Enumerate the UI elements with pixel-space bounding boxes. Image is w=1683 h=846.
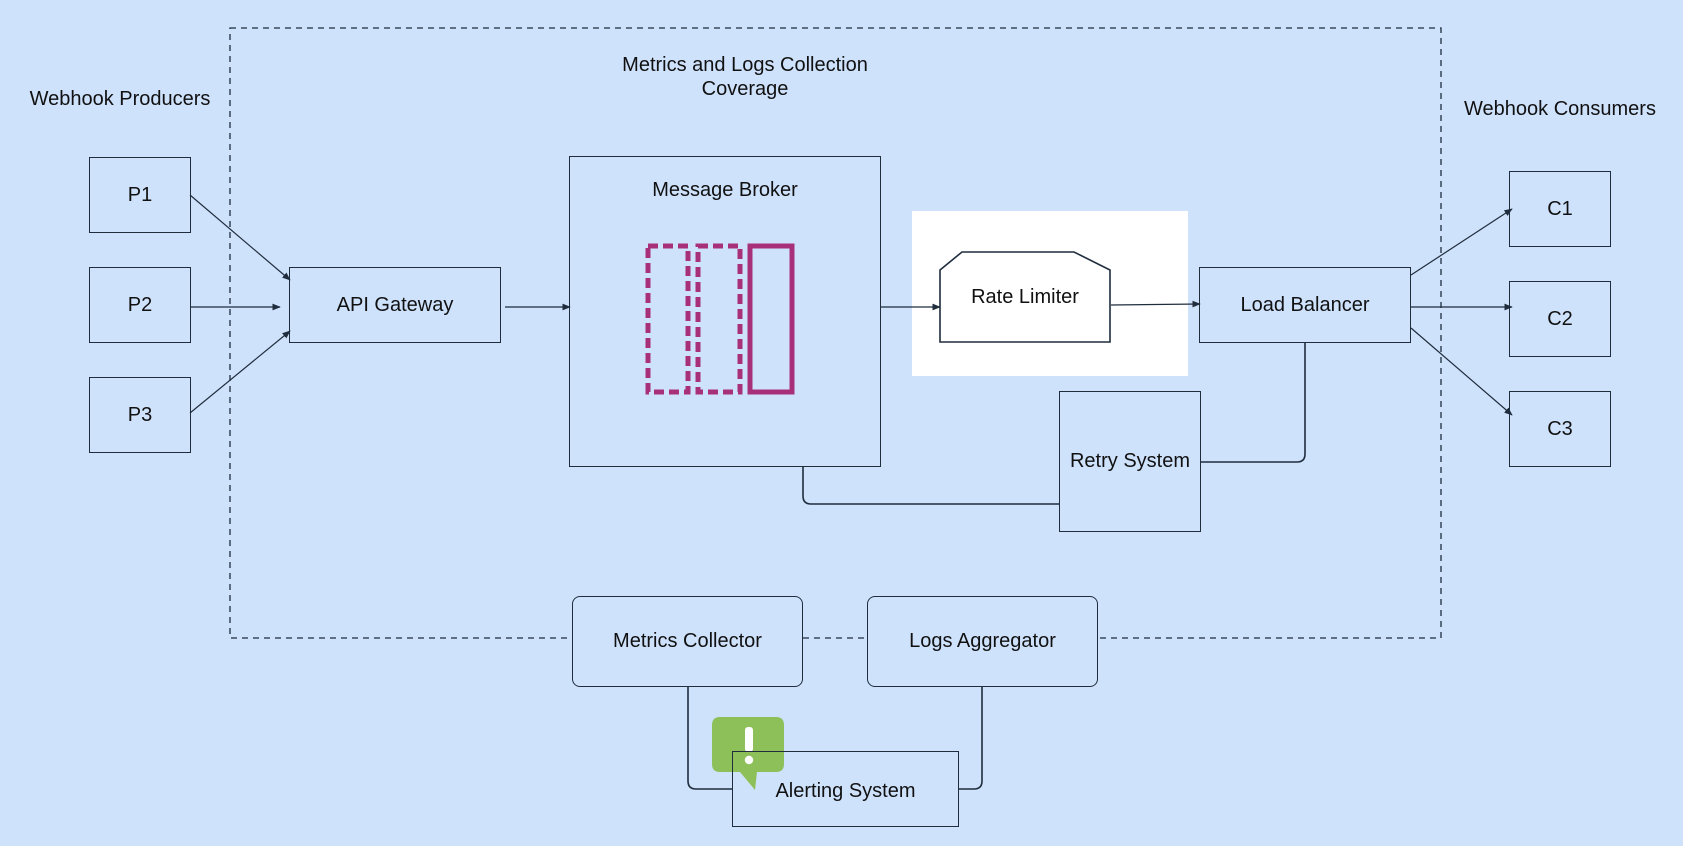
edge-ratelimiter-lb — [1110, 300, 1201, 308]
producers-label: Webhook Producers — [29, 88, 211, 110]
alerting-system-label: Alerting System — [775, 779, 916, 802]
producer-p3[interactable]: P3 — [89, 377, 191, 453]
load-balancer[interactable]: Load Balancer — [1199, 267, 1411, 343]
alert-speech-bubble-icon — [712, 717, 784, 790]
rate-limiter-shape — [939, 251, 1111, 343]
edge-lb-c3 — [1410, 327, 1513, 416]
coverage-region-label: Metrics and Logs Collection Coverage — [622, 54, 868, 100]
queue-icon — [645, 243, 795, 395]
message-broker[interactable]: Message Broker — [569, 156, 881, 467]
producer-p1-label: P1 — [127, 183, 153, 206]
queue-slot-dashed-1 — [645, 243, 691, 395]
api-gateway[interactable]: API Gateway — [289, 267, 501, 343]
queue-slot-solid — [747, 243, 795, 395]
edge-lb-c1 — [1410, 208, 1513, 276]
producer-p3-label: P3 — [127, 403, 153, 426]
producer-p2[interactable]: P2 — [89, 267, 191, 343]
producer-p2-label: P2 — [127, 293, 153, 316]
rate-limiter-label[interactable]: Rate Limiter — [971, 286, 1079, 308]
edge-retry-broker — [802, 467, 1060, 505]
retry-system[interactable]: Retry System — [1059, 391, 1201, 532]
consumer-c3-label: C3 — [1547, 417, 1573, 440]
alerting-system[interactable]: Alerting System — [732, 751, 959, 827]
producer-p1[interactable]: P1 — [89, 157, 191, 233]
logs-aggregator-label: Logs Aggregator — [909, 630, 1056, 652]
load-balancer-label: Load Balancer — [1240, 293, 1370, 316]
logs-aggregator[interactable]: Logs Aggregator — [867, 596, 1098, 687]
retry-system-label: Retry System — [1069, 450, 1191, 472]
coverage-region — [229, 27, 1442, 639]
consumer-c2-label: C2 — [1547, 307, 1573, 330]
consumer-c1-label: C1 — [1547, 197, 1573, 220]
consumer-c2[interactable]: C2 — [1509, 281, 1611, 357]
edge-p3-gateway — [189, 330, 291, 414]
edge-p1-gateway — [189, 194, 291, 281]
queue-slot-dashed-2 — [695, 243, 743, 395]
edge-metrics-alerting — [687, 687, 733, 790]
metrics-collector[interactable]: Metrics Collector — [572, 596, 803, 687]
message-broker-label: Message Broker — [652, 179, 798, 201]
api-gateway-label: API Gateway — [336, 293, 454, 316]
consumers-label: Webhook Consumers — [1464, 98, 1656, 120]
metrics-collector-label: Metrics Collector — [613, 630, 762, 652]
consumer-c1[interactable]: C1 — [1509, 171, 1611, 247]
edge-lb-retry — [1200, 342, 1306, 463]
edge-logs-alerting — [958, 687, 983, 790]
consumer-c3[interactable]: C3 — [1509, 391, 1611, 467]
